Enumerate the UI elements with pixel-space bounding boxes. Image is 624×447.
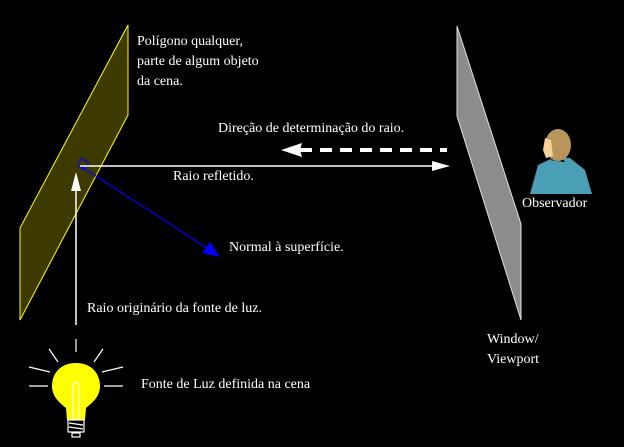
normal-label: Normal à superfície. (229, 240, 344, 255)
light-ray-label: Raio originário da fonte de luz. (87, 301, 262, 316)
polygon-label-line2: parte de algum objeto (137, 54, 259, 69)
scene-polygon (19, 24, 129, 321)
reflected-ray-arrowhead (432, 161, 450, 171)
light-source-label: Fonte de Luz definida na cena (141, 377, 311, 392)
window-label-line1: Window/ (487, 332, 539, 347)
window-viewport-plane (456, 25, 522, 321)
window-label-line2: Viewport (487, 352, 540, 367)
normal-line (81, 166, 211, 251)
polygon-label-line3: da cena. (137, 74, 183, 89)
observer-label: Observador (522, 196, 588, 211)
ray-direction-label: Direção de determinação do raio. (218, 121, 405, 136)
light-ray-arrowhead (71, 172, 81, 191)
polygon-label-line1: Polígono qualquer, (137, 34, 243, 49)
light-bulb-icon (28, 339, 124, 438)
observer-person-icon (530, 129, 592, 194)
reflected-ray-label: Raio refletido. (173, 169, 254, 184)
normal-arrowhead (202, 242, 220, 257)
ray-direction-arrowhead (281, 143, 302, 157)
